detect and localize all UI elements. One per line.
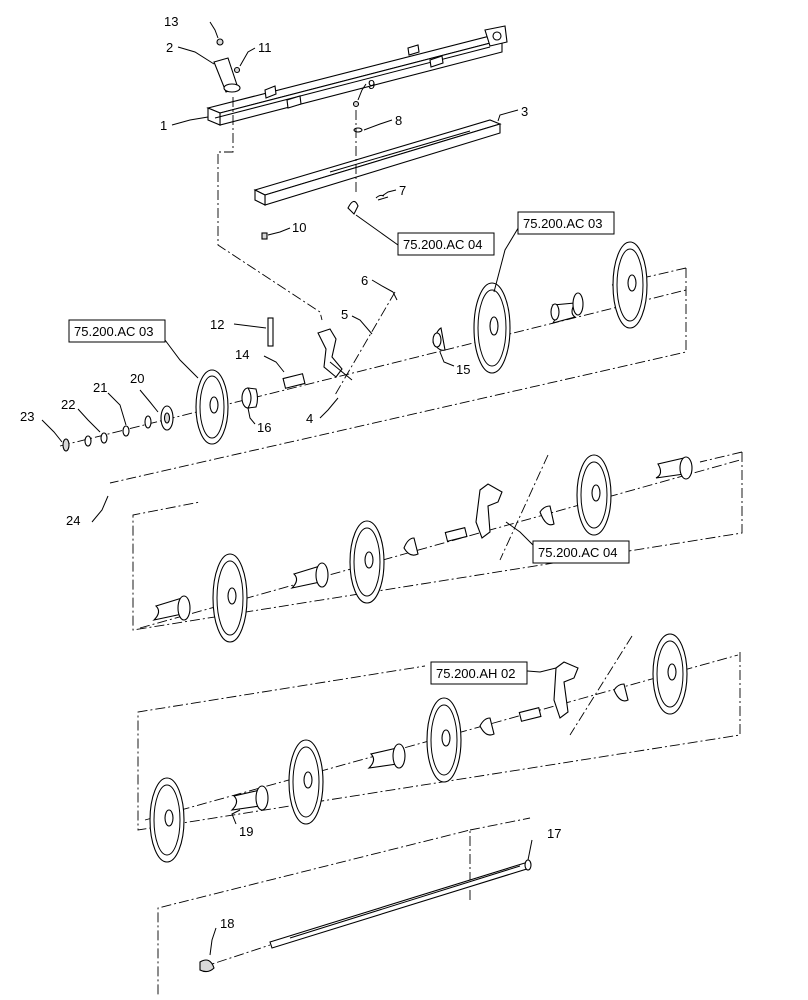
row-1-parts [62, 241, 648, 452]
callout-2: 2 [166, 40, 173, 55]
callout-14: 14 [235, 347, 249, 362]
callout-16: 16 [257, 420, 271, 435]
ref-label-4: 75.200.AC 04 [538, 545, 618, 560]
callout-9: 9 [368, 77, 375, 92]
callout-3: 3 [521, 104, 528, 119]
ref-label-1: 75.200.AC 04 [403, 237, 483, 252]
frame-bar [206, 25, 508, 126]
callout-4: 4 [306, 411, 313, 426]
callout-19: 19 [239, 824, 253, 839]
callout-5: 5 [341, 307, 348, 322]
callout-20: 20 [130, 371, 144, 386]
ref-label-2: 75.200.AC 03 [523, 216, 603, 231]
callout-10: 10 [292, 220, 306, 235]
shaft [199, 859, 532, 973]
callout-21: 21 [93, 380, 107, 395]
callout-8: 8 [395, 113, 402, 128]
row-2-parts [152, 454, 693, 643]
callout-15: 15 [456, 362, 470, 377]
callout-17: 17 [547, 826, 561, 841]
callout-22: 22 [61, 397, 75, 412]
callout-18: 18 [220, 916, 234, 931]
callout-1: 1 [160, 118, 167, 133]
strip-bar [253, 119, 502, 206]
callout-23: 23 [20, 409, 34, 424]
callout-24: 24 [66, 513, 80, 528]
ref-label-3: 75.200.AC 03 [74, 324, 154, 339]
callout-13: 13 [164, 14, 178, 29]
assembly-outlines [109, 97, 743, 996]
callout-6: 6 [361, 273, 368, 288]
row-3-parts [149, 633, 688, 863]
shaft-centerlines [59, 289, 741, 969]
callout-12: 12 [210, 317, 224, 332]
small-hardware [261, 100, 389, 240]
bracket-assembly [213, 38, 241, 93]
callout-7: 7 [399, 183, 406, 198]
leader-lines [41, 21, 557, 956]
callout-numbers: 1 2 3 4 5 6 7 8 9 10 11 12 13 14 15 16 1… [20, 14, 561, 931]
callout-11: 11 [258, 40, 272, 55]
reference-boxes: 75.200.AC 04 75.200.AC 03 75.200.AC 03 7… [68, 211, 630, 685]
ref-label-5: 75.200.AH 02 [436, 666, 516, 681]
